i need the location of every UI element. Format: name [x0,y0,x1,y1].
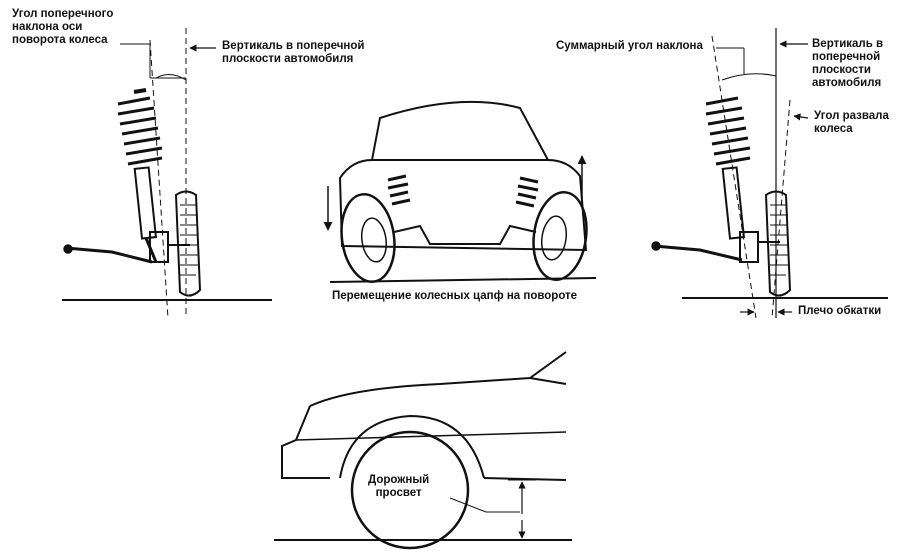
wheel-arch [339,414,485,479]
car-side-front [281,405,330,479]
left-strut-body [133,166,169,263]
center-right-spring [515,176,539,208]
right-coil-spring [705,96,751,166]
car-roof-outline [370,100,550,161]
right-camber-label: Угол развала колеса [814,110,889,135]
ground-clearance-panel [274,351,572,550]
center-caption: Перемещение колесных цапф на повороте [332,290,578,302]
car-side-windshield [529,377,567,385]
center-left-wheel [340,193,396,283]
right-scrub-radius-label: Плечо обкатки [798,305,882,317]
car-side-hood [309,351,567,407]
right-camber-leader [793,113,809,121]
bottom-wheel [350,430,470,550]
clearance-leader [449,497,520,513]
right-suspension-panel [651,28,888,319]
right-strut-body [721,166,759,263]
left-control-arm [63,244,190,264]
right-wheel [764,190,792,297]
ground-clearance-label: Дорожный просвет [368,474,430,499]
left-steering-axis-line [149,39,169,319]
left-coil-spring [117,88,163,166]
center-subframe [393,224,537,245]
right-camber-line [771,99,791,319]
center-left-spring [387,174,411,206]
left-vertical-label: Вертикаль в поперечной плоскости автомоб… [222,40,365,65]
car-side-rocker [483,477,567,481]
right-control-arm [651,241,780,262]
left-suspension-panel [62,28,272,319]
right-vertical-label: Вертикаль в поперечной плоскости автомоб… [812,38,884,89]
left-wheel [174,190,202,297]
car-body-outline [338,159,588,252]
right-angle-arc [721,73,777,81]
right-steering-axis-line [711,35,757,319]
left-caster-angle-label: Угол поперечного наклона оси поворота ко… [12,8,114,46]
right-total-angle-label: Суммарный угол наклона [556,40,703,52]
center-car-panel [323,100,597,283]
left-angle-arc [155,74,187,81]
